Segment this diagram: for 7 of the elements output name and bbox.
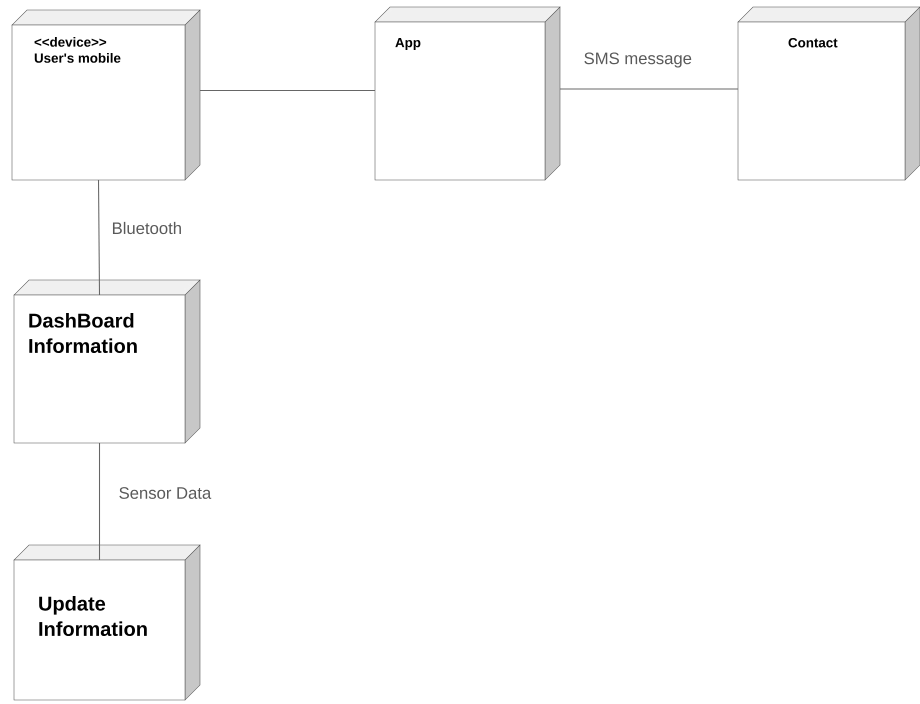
connector-line (98, 443, 100, 560)
connector-line (560, 88, 738, 90)
edge-label: Bluetooth (110, 220, 184, 236)
connector-line (98, 180, 100, 296)
edge-label: SMS message (582, 51, 694, 69)
edge-label: Sensor Data (117, 486, 213, 500)
connector-line (200, 90, 375, 92)
